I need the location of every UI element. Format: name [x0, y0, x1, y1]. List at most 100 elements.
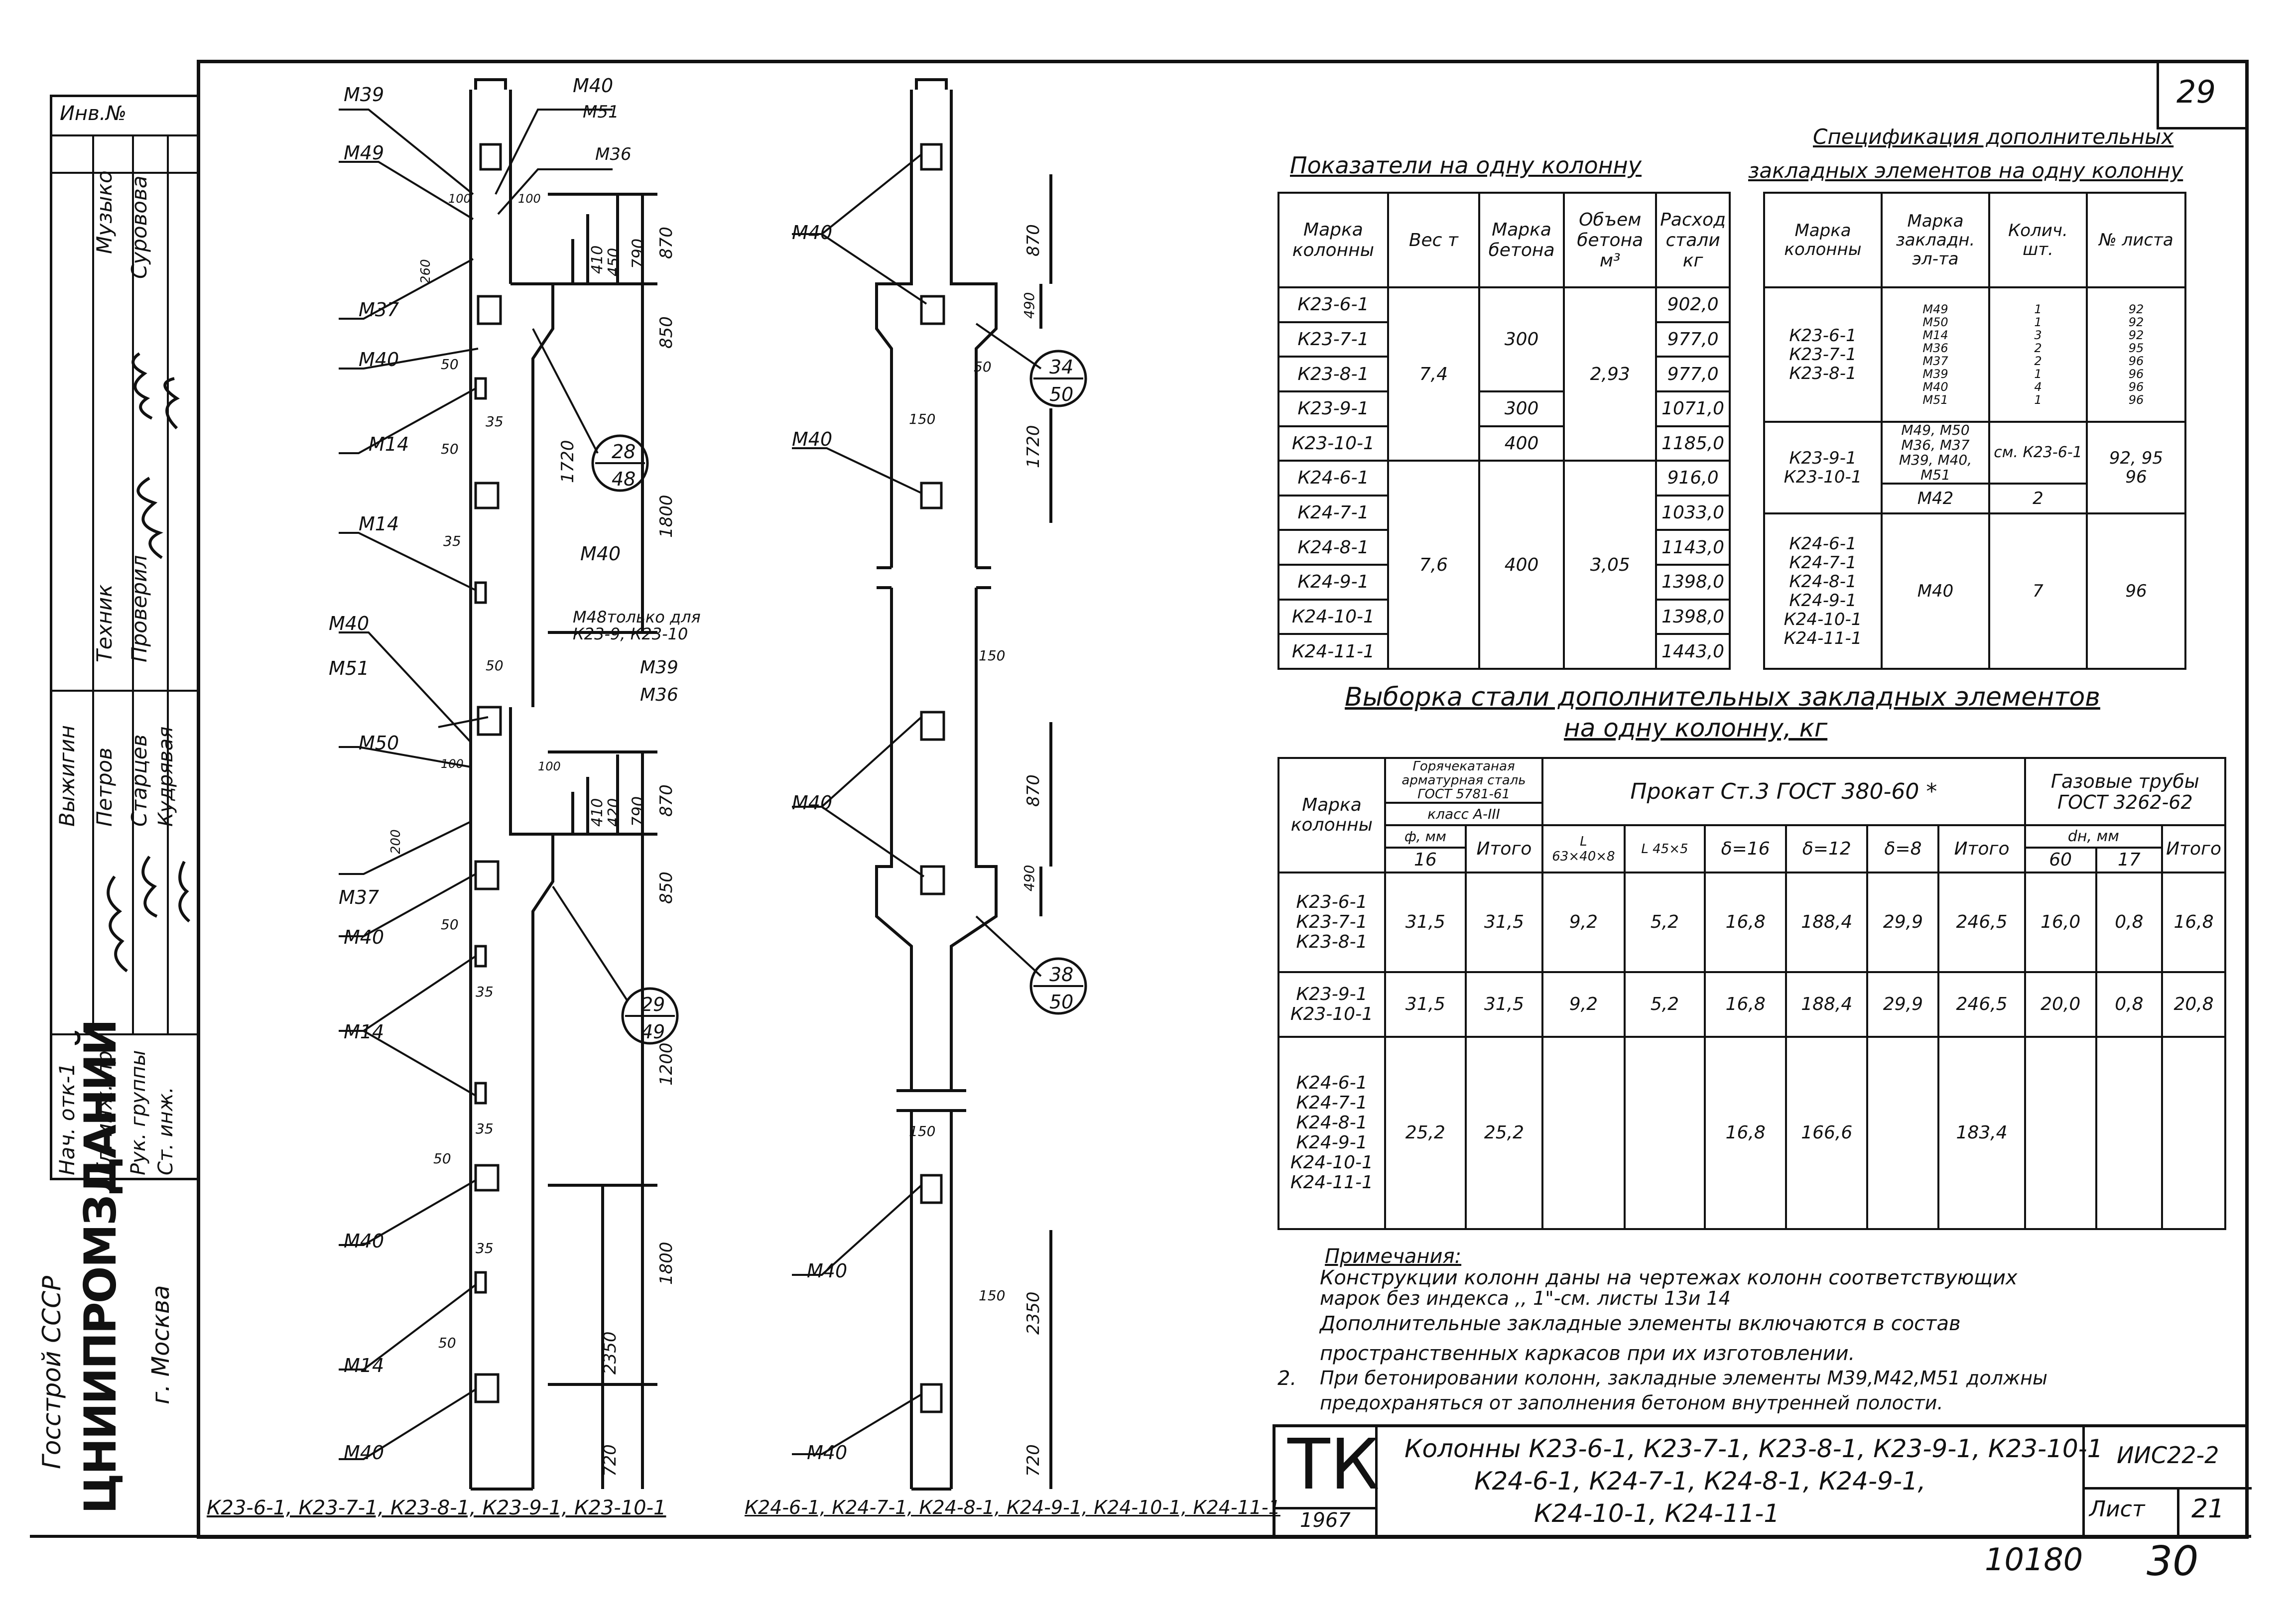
sdim-50-b: 50: [441, 441, 459, 457]
sdim-k24-150-c: 150: [909, 1123, 936, 1139]
table2-specification: Марка колонны Марка закладн. эл-та Колич…: [1763, 192, 2186, 670]
lbl-m37-a: М37: [359, 299, 399, 321]
table3-title2: на одну колонну, кг: [1564, 714, 1828, 743]
title-org: ТК: [1287, 1424, 1380, 1505]
t1-r2-mark: К23-8-1: [1277, 356, 1389, 392]
t3-h-16: 16: [1384, 847, 1467, 873]
sdim-35-b: 35: [443, 533, 461, 549]
t1-r10-steel: 1443,0: [1655, 633, 1731, 670]
title-year: 1967: [1300, 1509, 1351, 1532]
dim-870-a: 870: [656, 227, 676, 259]
note-line-2: марок без индекса ,, 1"-см. листы 13и 14: [1320, 1287, 1731, 1309]
t3-r1-c7: 246,5: [1937, 971, 2026, 1038]
t2-h-mark: Марка колонны: [1763, 192, 1883, 288]
lbl-m14-a: М14: [369, 433, 409, 455]
sdim-50-d: 50: [441, 916, 459, 933]
t3-r0-c1: 31,5: [1464, 872, 1544, 973]
t2-g2b-mark: М42: [1881, 483, 1990, 514]
callout-38: 38: [1049, 964, 1074, 986]
note-line-3: Дополнительные закладные элементы включа…: [1320, 1312, 1961, 1335]
inventory-label: Инв.№: [60, 102, 127, 125]
t3-h-mark: Марка колонны: [1277, 757, 1386, 873]
t1-r9-mark: К24-10-1: [1277, 598, 1389, 635]
t3-r2-c3: [1623, 1036, 1706, 1230]
t3-r1-c8: 20,0: [2024, 971, 2097, 1038]
t3-h-total-prokat: Итого: [1937, 824, 2026, 873]
t1-r9-steel: 1398,0: [1655, 598, 1731, 635]
t1-r7-mark: К24-8-1: [1277, 529, 1389, 566]
dim-k24-490-a: 490: [1021, 292, 1037, 319]
t1-r3-mark: К23-9-1: [1277, 390, 1389, 427]
t3-r1-c0: 31,5: [1384, 971, 1467, 1038]
t1-r7-steel: 1143,0: [1655, 529, 1731, 566]
lbl-m37-b: М37: [339, 886, 380, 908]
t1-r1-steel: 977,0: [1655, 321, 1731, 358]
t3-r0-c4: 16,8: [1704, 872, 1787, 973]
lbl-m40-mid: М40: [580, 543, 621, 565]
sdim-k24-150-b: 150: [979, 647, 1006, 664]
table2-title2: закладных элементов на одну колонну: [1748, 158, 2183, 183]
t1-weight-k24: 7,6: [1387, 460, 1480, 670]
lbl-k24-m40-d: М40: [807, 1260, 848, 1282]
t3-h-17: 17: [2095, 847, 2164, 873]
dim-420-b: 420: [605, 798, 623, 827]
t3-r0-c8: 16,0: [2024, 872, 2097, 973]
lbl-m40-b: М40: [329, 613, 370, 634]
t3-h-rebar: Горячекатаная арматурная сталь ГОСТ 5781…: [1384, 757, 1544, 804]
lbl-m40-d: М40: [344, 1230, 384, 1252]
callout-34: 34: [1049, 356, 1074, 378]
dim-k24-1720: 1720: [1023, 425, 1043, 468]
title-sheet-label: Лист: [2089, 1496, 2145, 1522]
t3-r2-c5: 166,6: [1785, 1036, 1869, 1230]
bottom-rule: [30, 1535, 2251, 1538]
t1-r3-steel: 1071,0: [1655, 390, 1731, 427]
t3-r2-c0: 25,2: [1384, 1036, 1467, 1230]
t1-h-concrete: Марка бетона: [1478, 192, 1565, 288]
sdim-k24-150-a: 150: [909, 411, 936, 427]
title-line-3: К24-10-1, К24-11-1: [1534, 1499, 1780, 1528]
t1-r6-mark: К24-7-1: [1277, 494, 1389, 531]
t1-r3-concrete: 300: [1478, 390, 1565, 427]
page-number: 30: [2147, 1538, 2199, 1585]
t1-r8-steel: 1398,0: [1655, 564, 1731, 601]
sdim-35-d: 35: [476, 1121, 494, 1137]
t3-r1-c5: 188,4: [1785, 971, 1869, 1038]
lbl-m36-top: М36: [595, 144, 632, 164]
dim-850-b: 850: [656, 872, 676, 904]
t2-g2-qty: см. К23-6-1: [1988, 421, 2088, 485]
t1-concrete-k24: 400: [1478, 460, 1565, 670]
t3-h-rebar-class: класс А-III: [1384, 802, 1544, 826]
sdim-200: 200: [388, 829, 403, 854]
t1-h-volume: Объем бетона м³: [1563, 192, 1658, 288]
sdim-35-c: 35: [476, 984, 494, 1000]
lbl-m51-a: М51: [329, 657, 370, 679]
sdim-35-e: 35: [476, 1240, 494, 1256]
callout-49: 49: [641, 1021, 665, 1043]
t3-r1-c9: 0,8: [2095, 971, 2164, 1038]
sdim-100-d: 100: [538, 759, 561, 773]
corner-number-box: [2157, 60, 2249, 129]
t3-h-60: 60: [2024, 847, 2097, 873]
lbl-m49: М49: [344, 142, 384, 164]
t1-r4-concrete: 400: [1478, 425, 1565, 462]
t2-h-qty: Колич. шт.: [1988, 192, 2088, 288]
t3-r1-c10: 20,8: [2161, 971, 2226, 1038]
t3-r0-c0: 31,5: [1384, 872, 1467, 973]
sdim-100-c: 100: [441, 757, 464, 771]
t2-g3-qty: 7: [1988, 512, 2088, 670]
t1-h-steel: Расход стали кг: [1655, 192, 1731, 288]
callout-28: 28: [612, 441, 636, 463]
column-drawing-k24: [792, 78, 1087, 1491]
sdim-35-a: 35: [486, 413, 504, 430]
dim-1200: 1200: [656, 1042, 676, 1086]
t2-g1-marks: М49 М50 М14 М36 М37 М39 М40 М51: [1881, 286, 1990, 423]
t3-r2-c1: 25,2: [1464, 1036, 1544, 1230]
t3-r0-c6: 29,9: [1866, 872, 1940, 973]
dim-720-a: 720: [600, 1444, 620, 1477]
dim-k24-490-b: 490: [1021, 865, 1037, 891]
stamp-role-4: Ст. инж.: [154, 1087, 177, 1175]
t3-h-total-rebar: Итого: [1464, 824, 1544, 873]
t2-g2-sheets: 92, 95 96: [2086, 421, 2186, 514]
note-m48-only: М48только для К23-9, К23-10: [573, 608, 701, 643]
t3-r1-c3: 5,2: [1623, 971, 1706, 1038]
